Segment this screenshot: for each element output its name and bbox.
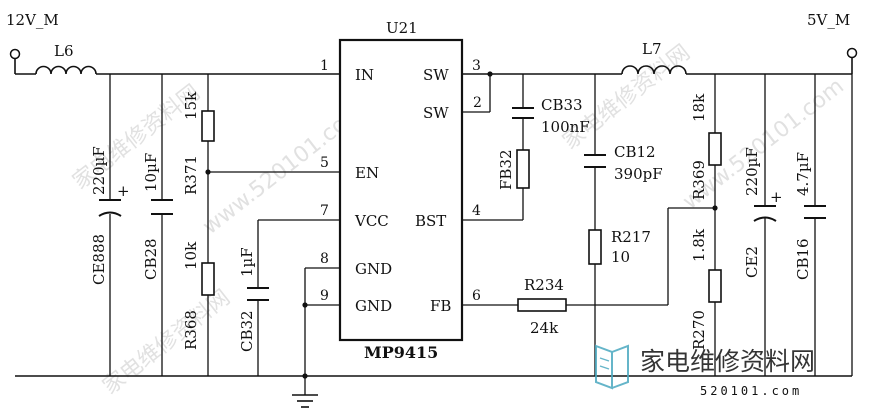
ce888-ref: CE888: [90, 234, 108, 285]
pin-name-fb: FB: [430, 297, 451, 315]
r234-ref: R234: [524, 276, 564, 294]
r270-ref: R270: [690, 310, 708, 350]
resistor-r234: R234 24k: [517, 276, 567, 337]
pin-num-fb: 6: [472, 288, 481, 304]
junction-dots: [205, 71, 718, 379]
fb32-ref: FB32: [497, 149, 515, 190]
capacitor-cb28: 10µF CB28: [142, 153, 173, 280]
r369-ref: R369: [690, 160, 708, 200]
ce2-value: 220µF: [743, 147, 761, 196]
r368-ref: R368: [182, 310, 200, 350]
pin-num-bst: 4: [472, 203, 481, 219]
pin-name-en: EN: [355, 164, 379, 182]
pin-name-in: IN: [355, 66, 374, 84]
l6-ref: L6: [54, 42, 74, 60]
pin-name-gnd9: GND: [355, 297, 392, 315]
ce888-value: 220µF: [90, 146, 108, 195]
pin-name-sw2: SW: [423, 104, 449, 122]
pin-name-bst: BST: [415, 212, 446, 230]
capacitor-cb33: CB33 100nF: [512, 96, 590, 136]
ferrite-fb32: FB32: [497, 149, 530, 190]
cb16-value: 4.7µF: [794, 152, 812, 196]
l7-ref: L7: [642, 40, 662, 58]
r270-value: 1.8k: [690, 228, 708, 262]
watermark-logo: 家电维修资料网 520101.com: [595, 344, 815, 398]
capacitor-ce2: + 220µF CE2: [743, 147, 783, 278]
r371-value: 15k: [182, 91, 200, 120]
ic-part: MP9415: [364, 343, 438, 362]
capacitor-ce888: + 220µF CE888: [90, 146, 130, 285]
book-icon: [595, 344, 629, 390]
pin-num-gnd8: 8: [320, 251, 329, 267]
resistor-r368: 10k R368: [182, 241, 215, 350]
cb16-ref: CB16: [794, 238, 812, 280]
net-label-12v: 12V_M: [6, 11, 59, 29]
input-terminal: 12V_M: [6, 11, 59, 60]
pin-num-sw2: 2: [473, 95, 482, 111]
watermark-logo-site: 520101.com: [700, 384, 802, 398]
resistor-r217: R217 10: [588, 228, 651, 266]
pin-name-vcc: VCC: [354, 212, 389, 230]
ic-u21: U21 MP9415 1 5 7 8 9 IN EN VCC GND GND 3…: [320, 19, 482, 362]
pin-num-sw3: 3: [472, 58, 481, 74]
pin-num-en: 5: [320, 155, 329, 171]
r234-value: 24k: [530, 319, 559, 337]
ce2-polarity: +: [770, 188, 783, 206]
cb33-ref: CB33: [541, 96, 583, 114]
resistor-r270: 1.8k R270: [690, 228, 722, 350]
cb12-value: 390pF: [614, 165, 663, 183]
cb32-value: 1µF: [238, 247, 256, 277]
resistor-r371: 15k R371: [182, 91, 215, 195]
net-label-5v: 5V_M: [807, 11, 850, 29]
r368-value: 10k: [182, 241, 200, 270]
ground-symbol: [292, 394, 318, 408]
inductor-l6: L6: [35, 42, 97, 75]
cb28-value: 10µF: [142, 153, 160, 192]
r217-value: 10: [611, 248, 630, 266]
capacitor-cb16: 4.7µF CB16: [794, 152, 826, 280]
capacitor-cb12: CB12 390pF: [584, 143, 663, 183]
pin-num-vcc: 7: [320, 203, 329, 219]
r369-value: 18k: [690, 93, 708, 122]
ic-ref: U21: [386, 19, 418, 37]
cb33-value: 100nF: [541, 118, 590, 136]
resistor-r369: 18k R369: [690, 93, 722, 200]
capacitor-cb32: 1µF CB32: [238, 247, 269, 352]
r371-ref: R371: [182, 155, 200, 195]
cb28-ref: CB28: [142, 238, 160, 280]
output-terminal: 5V_M: [807, 11, 858, 59]
pin-num-gnd9: 9: [320, 288, 329, 304]
wires: [14, 57, 853, 395]
pin-num-in: 1: [320, 58, 329, 74]
cb32-ref: CB32: [238, 310, 256, 352]
r217-ref: R217: [611, 228, 651, 246]
ce2-ref: CE2: [743, 246, 761, 278]
watermark-text-3: 家电维修资料网: [98, 285, 235, 400]
pin-name-sw3: SW: [423, 66, 449, 84]
ce888-polarity: +: [117, 182, 130, 200]
cb12-ref: CB12: [614, 143, 656, 161]
watermark-logo-text: 家电维修资料网: [640, 347, 815, 376]
inductor-l7: L7: [621, 40, 687, 75]
pin-name-gnd8: GND: [355, 260, 392, 278]
